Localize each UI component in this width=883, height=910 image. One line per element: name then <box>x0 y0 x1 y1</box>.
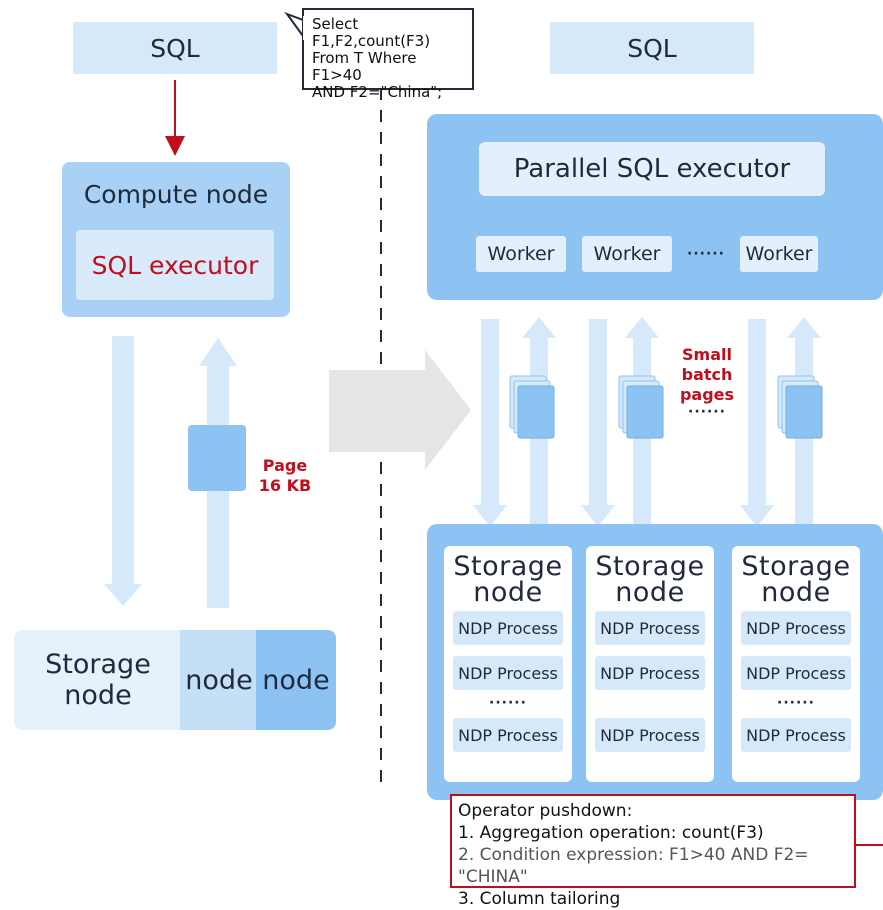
storage-node-title-line: node <box>473 577 543 608</box>
worker-ellipsis: ······ <box>687 246 725 262</box>
ndp-process-box: NDP Process <box>741 656 851 690</box>
storage-strip-tertiary: node <box>256 630 336 730</box>
storage-node-title-line: Storage <box>453 551 563 582</box>
ndp-process-label: NDP Process <box>746 618 846 638</box>
batch-label-line: batch <box>681 365 733 384</box>
ndp-process-label: NDP Process <box>600 725 700 745</box>
compute-node: Compute node SQL executor <box>62 162 290 317</box>
storage-node-card: Storage node NDP Process NDP Process NDP… <box>586 546 714 782</box>
callout-line: Select F1,F2,count(F3) <box>312 15 431 50</box>
page-stack-icon <box>777 375 823 439</box>
storage-strip-secondary: node <box>180 630 258 730</box>
storage-node-title-line: Storage <box>595 551 705 582</box>
ndp-process-box: NDP Process <box>595 611 705 645</box>
left-sql-label: SQL <box>150 33 200 63</box>
worker-label: Worker <box>593 243 661 265</box>
operator-pushdown-box: Operator pushdown: 1. Aggregation operat… <box>450 794 856 909</box>
parallel-executor-label: Parallel SQL executor <box>513 154 791 184</box>
ndp-process-label: NDP Process <box>746 663 846 683</box>
worker-label: Worker <box>745 243 813 265</box>
storage-strip-label: node <box>262 664 330 696</box>
ndp-process-label: NDP Process <box>600 618 700 638</box>
worker-box: Worker <box>582 236 672 272</box>
ndp-process-box: NDP Process <box>595 656 705 690</box>
compute-panel: Parallel SQL executor Worker Worker ····… <box>427 114 883 300</box>
ndp-process-label: NDP Process <box>458 618 558 638</box>
storage-strip-primary: Storage node <box>14 630 182 730</box>
page-label: Page <box>262 456 308 475</box>
ndp-process-label: NDP Process <box>458 663 558 683</box>
ndp-process-box: NDP Process <box>453 718 563 752</box>
storage-panel: Storage node NDP Process NDP Process ···… <box>427 524 883 800</box>
ndp-process-box: NDP Process <box>453 611 563 645</box>
pushdown-item: 1. Aggregation operation: count(F3) <box>458 823 764 843</box>
page-size-value: 16 KB <box>258 476 312 495</box>
right-sql-label: SQL <box>627 33 677 63</box>
storage-strip-label: node <box>185 664 253 696</box>
sql-query-callout: Select F1,F2,count(F3) From T Where F1>4… <box>302 8 474 101</box>
storage-node-title-line: Storage <box>741 551 851 582</box>
worker-box: Worker <box>740 236 818 272</box>
callout-line: From T Where F1>40 <box>312 49 417 84</box>
storage-node-title-line: node <box>615 577 685 608</box>
callout-line: AND F2="China"; <box>312 83 443 101</box>
storage-node-title: Storage node <box>586 551 714 608</box>
pushdown-item: 2. Condition expression: F1>40 AND F2= "… <box>458 845 809 887</box>
page-size-label: Page 16 KB <box>255 456 315 496</box>
page-block <box>188 425 246 491</box>
ndp-process-box: NDP Process <box>453 656 563 690</box>
left-down-arrow <box>104 336 142 606</box>
ndp-ellipsis: ······ <box>777 695 815 711</box>
right-sql-box: SQL <box>550 22 754 74</box>
sql-executor-box: SQL executor <box>76 230 274 300</box>
worker-label: Worker <box>487 243 555 265</box>
storage-node-card: Storage node NDP Process NDP Process ···… <box>732 546 860 782</box>
storage-node-card: Storage node NDP Process NDP Process ···… <box>444 546 572 782</box>
page-stack-icon <box>509 375 555 439</box>
small-batch-pages-label: Small batch pages ······ <box>678 345 736 419</box>
pushdown-item: 3. Column tailoring <box>458 889 621 909</box>
batch-label-line: Small <box>682 345 732 364</box>
storage-node-title: Storage node <box>732 551 860 608</box>
ndp-process-box: NDP Process <box>741 718 851 752</box>
parallel-executor-box: Parallel SQL executor <box>479 142 825 196</box>
page-stack-icon <box>618 375 664 439</box>
ndp-process-label: NDP Process <box>458 725 558 745</box>
storage-node-title-line: node <box>761 577 831 608</box>
ndp-process-label: NDP Process <box>600 663 700 683</box>
storage-strip-label: Storage node <box>45 649 151 711</box>
batch-label-line: pages <box>679 385 735 404</box>
ndp-ellipsis: ······ <box>489 695 527 711</box>
sql-executor-label: SQL executor <box>91 250 259 280</box>
pushdown-title: Operator pushdown: <box>458 801 633 821</box>
batch-ellipsis: ······ <box>688 404 726 420</box>
ndp-process-box: NDP Process <box>741 611 851 645</box>
worker-box: Worker <box>476 236 566 272</box>
ndp-process-box: NDP Process <box>595 718 705 752</box>
ndp-process-label: NDP Process <box>746 725 846 745</box>
storage-node-title: Storage node <box>444 551 572 608</box>
diagram-canvas <box>104 80 883 846</box>
left-sql-box: SQL <box>73 22 277 74</box>
compute-node-title: Compute node <box>83 179 269 209</box>
transition-arrow <box>329 350 471 470</box>
